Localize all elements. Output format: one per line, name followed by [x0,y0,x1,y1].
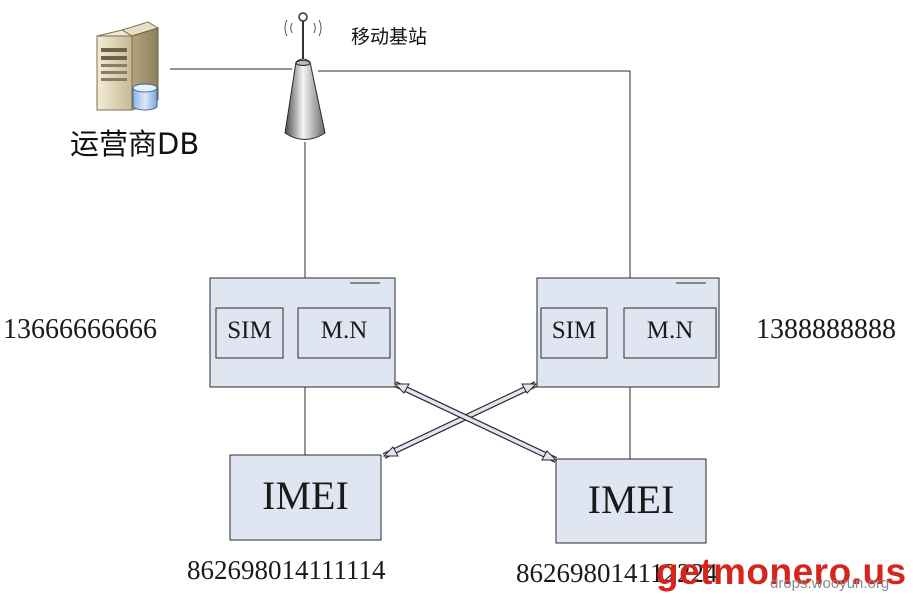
imei-label-left: IMEI [262,473,349,518]
imei-box-left [229,454,382,541]
phone-right [536,277,720,388]
mobile-number-box [297,307,391,359]
swap-arrow-left-phone-to-right-imei [393,381,558,463]
sim-card-box [215,307,284,359]
watermark-wooyun: drops.wooyun.org [770,575,890,592]
mobile-number-box [623,307,717,359]
imei-value-right: 862698014112224 [516,558,718,588]
mn-label-left: M.N [320,317,368,344]
phone-left [209,277,396,388]
line-station-to-right-phone [318,70,631,278]
mn-label-right: M.N [646,317,694,344]
imei-box-right [555,458,707,544]
swap-arrow-right-phone-to-left-imei [382,381,538,459]
phone-number-left: 13666666666 [3,314,157,345]
database-server-icon [96,21,160,111]
sim-label-left: SIM [227,317,272,344]
base-station-icon [284,12,326,140]
carrier-db-label: 运营商DB [70,127,200,161]
connection-lines [170,68,631,459]
imei-value-left: 862698014111114 [187,555,386,585]
sim-label-right: SIM [551,317,597,344]
base-station-label: 移动基站 [351,26,428,48]
sim-card-box [540,307,608,359]
imei-label-right: IMEI [587,477,675,522]
phone-number-right: 1388888888 [756,314,896,345]
watermark-getmonero: getmonero.us [656,551,907,592]
